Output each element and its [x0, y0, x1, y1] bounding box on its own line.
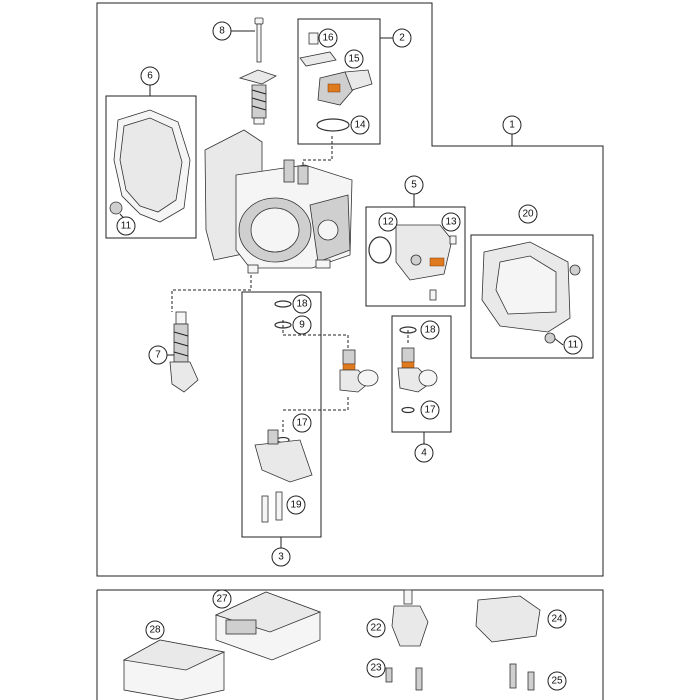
callout-28: 28 [145, 620, 165, 640]
accessory-frame [96, 589, 604, 700]
callout-label: 20 [522, 209, 534, 220]
callout-6: 6 [140, 66, 160, 86]
callout-label: 11 [568, 340, 579, 351]
callout-label: 18 [424, 325, 436, 336]
callout-label: 12 [382, 217, 394, 228]
callout-25: 25 [547, 671, 567, 691]
box-20-cover [470, 234, 594, 359]
callout-label: 19 [290, 500, 302, 511]
callout-label: 25 [551, 676, 563, 687]
sensor-7 [169, 311, 199, 393]
sensor-5 [368, 224, 457, 301]
callout-label: 16 [322, 33, 334, 44]
callout-label: 7 [155, 350, 161, 361]
callout-label: 23 [370, 663, 382, 674]
callout-16: 16 [318, 28, 338, 48]
box-2-sensor [297, 18, 381, 145]
callout-3: 3 [271, 547, 291, 567]
ecu-27 [214, 591, 322, 661]
bolt-spring-assembly [238, 17, 277, 125]
callout-4: 4 [414, 443, 434, 463]
callout-label: 4 [421, 448, 427, 459]
callout-17b: 17 [420, 400, 440, 420]
callout-label: 22 [370, 623, 382, 634]
callout-13: 13 [441, 212, 461, 232]
callout-22: 22 [366, 618, 386, 638]
callout-label: 2 [399, 33, 405, 44]
callout-1: 1 [502, 115, 522, 135]
callout-label: 5 [411, 180, 417, 191]
callout-label: 13 [445, 217, 457, 228]
callout-label: 18 [296, 299, 308, 310]
callout-18a: 18 [292, 294, 312, 314]
callout-23: 23 [366, 658, 386, 678]
callout-14: 14 [350, 115, 370, 135]
callout-7: 7 [148, 345, 168, 365]
callout-11a: 11 [116, 216, 136, 236]
callout-label: 28 [149, 625, 161, 636]
callout-8: 8 [212, 21, 232, 41]
callout-20: 20 [518, 204, 538, 224]
callout-2: 2 [392, 28, 412, 48]
throttle-body [204, 129, 353, 274]
callout-label: 1 [509, 120, 515, 131]
callout-15: 15 [344, 49, 364, 69]
callout-5: 5 [404, 175, 424, 195]
injector-assembly-4 [397, 326, 438, 414]
cover-20 [481, 241, 581, 344]
callout-label: 11 [121, 221, 132, 232]
callout-11b: 11 [563, 335, 583, 355]
callout-27: 27 [212, 589, 232, 609]
sensor-22 [385, 589, 429, 691]
callout-17a: 17 [292, 413, 312, 433]
gasket-6 [109, 109, 191, 223]
callout-label: 14 [354, 120, 366, 131]
callout-label: 6 [147, 71, 153, 82]
leader-lines [119, 30, 564, 548]
box-6-gasket [105, 95, 197, 239]
callout-label: 9 [299, 320, 305, 331]
callout-label: 24 [551, 614, 563, 625]
position-sensor-2 [299, 32, 373, 132]
callout-label: 8 [219, 26, 225, 37]
callout-9: 9 [292, 315, 312, 335]
box-4-injector [391, 315, 452, 433]
callout-24: 24 [547, 609, 567, 629]
callout-19: 19 [286, 495, 306, 515]
callout-label: 17 [296, 418, 308, 429]
callout-12: 12 [378, 212, 398, 232]
box-5-sensor [365, 206, 466, 307]
callout-18b: 18 [420, 320, 440, 340]
module-28 [122, 639, 226, 700]
injector-assembly-3 [254, 300, 379, 523]
group-1-frame [96, 2, 604, 577]
callout-label: 15 [348, 54, 360, 65]
callout-label: 3 [278, 552, 284, 563]
callout-label: 17 [424, 405, 436, 416]
callout-label: 27 [216, 594, 228, 605]
sensor-24 [475, 595, 541, 691]
